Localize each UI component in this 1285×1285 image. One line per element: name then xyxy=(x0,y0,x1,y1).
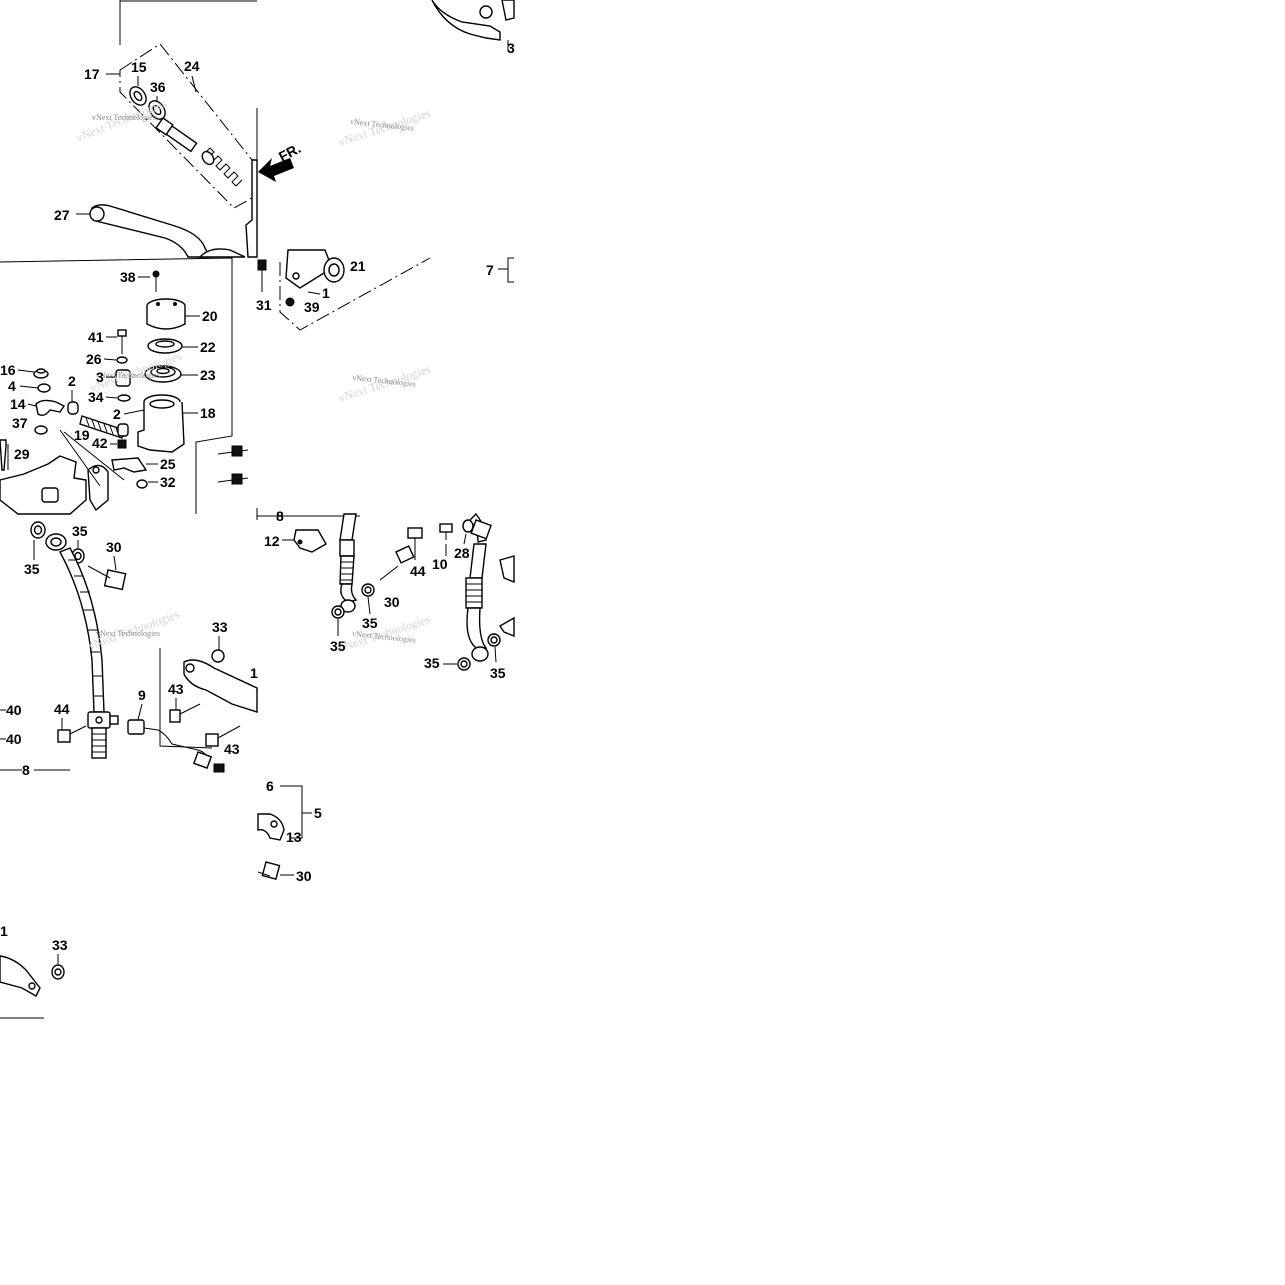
callout-6: 6 xyxy=(266,778,274,794)
tile-stay-bottom: 1 33 xyxy=(0,923,68,1019)
callout-27: 27 xyxy=(54,207,70,223)
callout-2a: 2 xyxy=(68,373,76,389)
banjo-bolt-part xyxy=(257,861,281,881)
callout-39: 39 xyxy=(304,299,320,315)
front-label: FR. xyxy=(276,140,303,165)
callout-35: 35 xyxy=(362,615,378,631)
callout-15: 15 xyxy=(131,59,147,75)
callout-13: 13 xyxy=(286,829,302,845)
callout-43: 43 xyxy=(224,741,240,757)
callout-20: 20 xyxy=(202,308,218,324)
callout-22: 22 xyxy=(200,339,216,355)
callout-14: 14 xyxy=(10,396,26,412)
banjo-bolt-part xyxy=(379,545,415,581)
callout-40: 40 xyxy=(6,702,22,718)
callout-8: 8 xyxy=(276,508,284,524)
callout-18: 18 xyxy=(200,405,216,421)
callout-12: 12 xyxy=(264,533,280,549)
piston-part xyxy=(155,117,198,153)
callout-35: 35 xyxy=(24,561,40,577)
callout-35: 35 xyxy=(330,638,346,654)
tile-master-cylinder-lever: FR. vNext Technologies vNext Technologie… xyxy=(54,0,303,258)
tile-hose-clamp: 6 5 13 30 xyxy=(257,778,322,884)
callout-44: 44 xyxy=(54,701,70,717)
callout-1: 1 xyxy=(0,923,8,939)
brake-hose-part xyxy=(45,533,119,759)
hose-clamp-part xyxy=(257,813,285,841)
callout-8: 8 xyxy=(22,762,30,778)
callout-4: 4 xyxy=(8,378,16,394)
callout-31: 31 xyxy=(256,297,272,313)
callout-35: 35 xyxy=(490,665,506,681)
piston-cup-part xyxy=(129,86,166,120)
brake-hose-part xyxy=(465,512,492,662)
front-arrow-icon: FR. xyxy=(258,140,303,182)
callout-44: 44 xyxy=(410,563,426,579)
callout-41: 41 xyxy=(88,329,104,345)
reservoir-cap-part xyxy=(146,298,186,330)
callout-9: 9 xyxy=(138,687,146,703)
callout-5: 5 xyxy=(314,805,322,821)
callout-19: 19 xyxy=(74,427,90,443)
tile-right-edge: 7 xyxy=(486,257,514,283)
brake-pipe-part xyxy=(127,719,213,769)
callout-23: 23 xyxy=(200,367,216,383)
tile-switch-bracket: 3 vNext Technologies vNext Technologies … xyxy=(256,0,515,331)
callout-3-top: 3 xyxy=(507,40,515,56)
callout-33: 33 xyxy=(52,937,68,953)
callout-37: 37 xyxy=(12,415,28,431)
watermark: vNext Technologies xyxy=(92,113,156,122)
callout-29: 29 xyxy=(14,446,30,462)
tile-reservoir: vNext Technologies vNext Technologies 38… xyxy=(0,257,249,515)
callout-30: 30 xyxy=(106,539,122,555)
watermark: vNext Technologies xyxy=(96,371,160,380)
brake-switch-part xyxy=(285,249,345,289)
banjo-bolt-part xyxy=(87,565,127,591)
brake-lever-part xyxy=(76,204,246,258)
callout-2b: 2 xyxy=(113,406,121,422)
callout-28: 28 xyxy=(454,545,470,561)
bolt-part xyxy=(117,329,127,354)
callout-36: 36 xyxy=(150,79,166,95)
callout-25: 25 xyxy=(160,456,176,472)
callout-35: 35 xyxy=(72,523,88,539)
callout-10: 10 xyxy=(432,556,448,572)
callout-7: 7 xyxy=(486,262,494,278)
callout-3: 3 xyxy=(96,369,104,385)
callout-42: 42 xyxy=(92,435,108,451)
master-cylinder-body-part xyxy=(0,455,109,515)
callout-17: 17 xyxy=(84,66,100,82)
callout-30: 30 xyxy=(384,594,400,610)
callout-35: 35 xyxy=(424,655,440,671)
callout-24: 24 xyxy=(184,58,200,74)
callout-26: 26 xyxy=(86,351,102,367)
callout-43: 43 xyxy=(168,681,184,697)
spring-part xyxy=(201,147,243,187)
screw-part xyxy=(152,270,160,292)
callout-30: 30 xyxy=(296,868,312,884)
callout-1: 1 xyxy=(322,285,330,301)
callout-33: 33 xyxy=(212,619,228,635)
callout-34: 34 xyxy=(88,389,104,405)
reservoir-part xyxy=(137,394,185,453)
callout-38: 38 xyxy=(120,269,136,285)
callout-21: 21 xyxy=(350,258,366,274)
callout-16: 16 xyxy=(0,362,16,378)
callout-40: 40 xyxy=(6,731,22,747)
brake-hose-part xyxy=(339,513,358,613)
callout-32: 32 xyxy=(160,474,176,490)
tile-brake-hoses-right: 8 12 xyxy=(256,508,515,681)
callout-1: 1 xyxy=(250,665,258,681)
tile-brake-hose-left: vNext Technologies vNext Technologies 35… xyxy=(0,521,258,778)
watermark: vNext Technologies xyxy=(96,629,160,638)
